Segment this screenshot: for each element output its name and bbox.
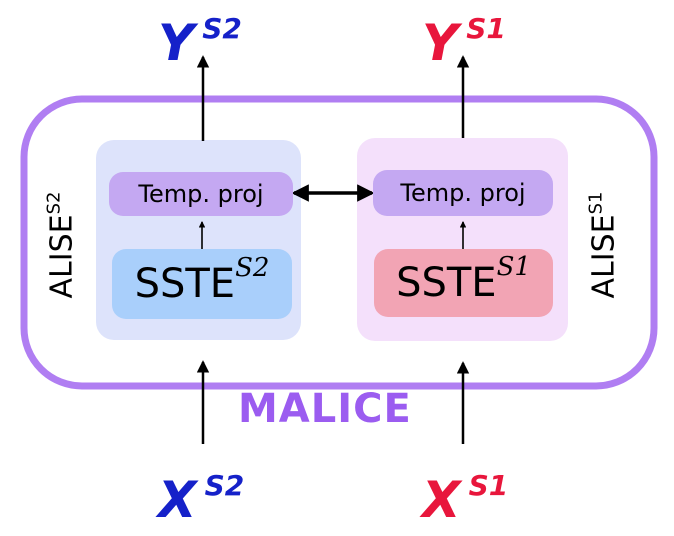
temp-proj-s1-label: Temp. proj <box>400 179 526 207</box>
sste-s2-sup: S2 <box>235 253 270 283</box>
output-y-s2-base: Y <box>158 14 195 72</box>
output-y-s2-sup: S2 <box>202 12 242 45</box>
alise-s1-base: ALISE <box>586 214 622 299</box>
sste-s1-base: SSTE <box>396 260 497 306</box>
input-x-s2-base: X <box>158 471 197 529</box>
malice-label: MALICE <box>238 386 412 432</box>
temp-proj-s1-box: Temp. proj <box>373 170 553 216</box>
input-x-s1-sup: S1 <box>468 469 509 502</box>
sste-s2-base: SSTE <box>134 261 236 307</box>
input-x-s2-sup: S2 <box>204 469 245 502</box>
temp-proj-s2-label: Temp. proj <box>138 180 264 208</box>
sste-s1-sup: S1 <box>496 252 531 282</box>
alise-s2-label: ALISES2 <box>43 191 80 299</box>
temp-proj-s2-box: Temp. proj <box>109 172 293 216</box>
alise-s1-sup: S1 <box>585 191 607 215</box>
malice-frame <box>20 95 658 390</box>
alise-s2-base: ALISE <box>44 214 80 299</box>
alise-s2-sup: S2 <box>43 191 65 215</box>
input-x-s1-base: X <box>422 471 461 529</box>
output-y-s1-sup: S1 <box>466 12 506 45</box>
alise-s1-label: ALISES1 <box>585 191 622 299</box>
malice-text: MALICE <box>238 386 412 432</box>
output-y-s1-base: Y <box>422 14 459 72</box>
